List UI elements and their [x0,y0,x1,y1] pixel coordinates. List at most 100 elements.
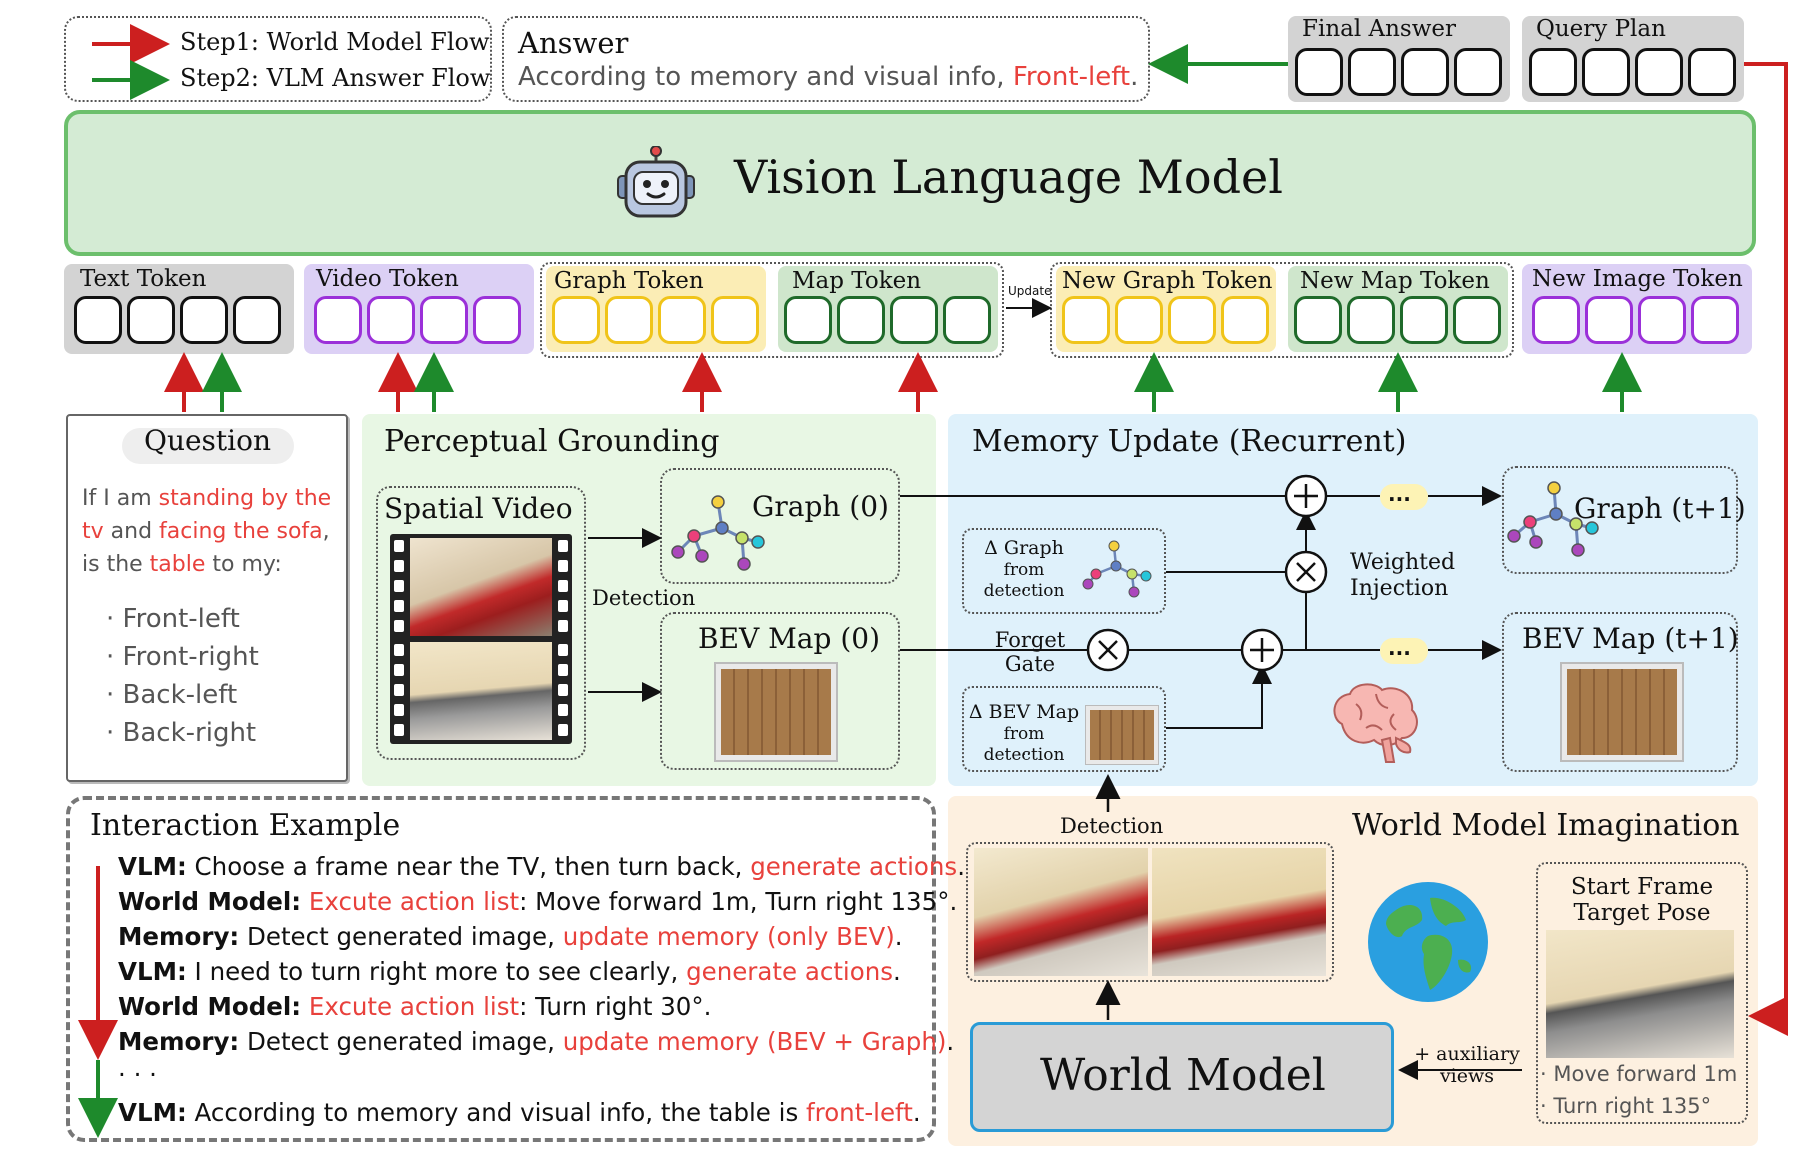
start-frame-image [1546,930,1734,1058]
legend-step1: Step1: World Model Flow [180,28,490,56]
weighted-injection-label-2: Injection [1350,576,1449,601]
new-map-token-label: New Map Token [1300,268,1490,294]
detection-label-pg: Detection [592,586,696,610]
video-frame-living-room [410,538,552,636]
bev0-label: BEV Map (0) [698,622,880,655]
question-text: , [322,519,330,544]
answer-highlight: Front-left [1012,62,1131,92]
query-plan-token [1529,48,1577,96]
example-highlight: generate actions [750,852,958,881]
forget-gate-label-1: Forget [994,628,1066,652]
question-highlight: tv [82,519,104,544]
question-line-1: If I am standing by the [82,486,331,511]
interaction-example-box [66,796,936,1142]
graph-token [658,296,706,344]
forget-gate-label-2: Gate [1004,652,1056,676]
example-line: · · · [118,1060,157,1089]
video-token [367,296,415,344]
graph-token [711,296,759,344]
new-image-token [1532,296,1580,344]
generated-frame-2 [1152,848,1326,976]
spatial-video-box [376,486,586,760]
query-plan-token [1688,48,1736,96]
example-speaker: World Model: [118,887,302,916]
start-frame-label: Start Frame [1570,874,1714,900]
answer-text-prefix: According to memory and visual info, [518,62,1013,92]
start-frame-box [1536,862,1748,1124]
map-token [890,296,938,344]
example-text: . [946,1027,955,1056]
example-line: World Model: Excute action list: Move fo… [118,887,957,916]
graph-token [605,296,653,344]
interaction-example-title: Interaction Example [90,808,401,843]
delta-graph-icon [1082,540,1152,598]
query-plan-label: Query Plan [1536,16,1666,42]
new-map-token [1294,296,1342,344]
example-highlight: Excute action list [308,887,520,916]
dots-top: ... [1388,482,1411,506]
dots-pill-top [1380,484,1428,510]
text-token [180,296,228,344]
question-scroll [66,414,348,782]
video-token [420,296,468,344]
world-model-block[interactable] [970,1022,1394,1132]
example-highlight: generate actions [686,957,894,986]
new-map-token [1400,296,1448,344]
final-answer-token [1401,48,1449,96]
graph-token-label: Graph Token [554,268,704,294]
question-title: Question [144,424,272,457]
delta-graph-box [962,528,1166,614]
new-graph-token [1115,296,1163,344]
brain-icon [1326,680,1422,766]
update-label: Update [1008,284,1052,298]
aux-views-label-1: + auxiliary [1414,1043,1520,1065]
example-line: World Model: Excute action list: Turn ri… [118,992,711,1021]
delta-graph-label-1: Δ Graph [984,537,1064,559]
question-highlight: facing the sofa [159,519,323,544]
vlm-block [64,110,1756,256]
legend-step2: Step2: VLM Answer Flow [180,64,491,92]
question-text: is the [82,552,150,577]
question-text: and [103,519,160,544]
bev0-floorplan [714,662,838,762]
query-plan-token [1582,48,1630,96]
example-speaker: Memory: [118,922,240,951]
perceptual-title: Perceptual Grounding [384,424,720,459]
question-option: · Front-left [106,604,240,634]
new-image-token [1638,296,1686,344]
generated-frames-box [966,842,1334,982]
example-text: Detect generated image, [239,922,563,951]
example-text: : Turn right 30°. [519,992,712,1021]
world-title: World Model Imagination [1352,808,1740,843]
video-token-group: Video Token [304,264,534,354]
example-highlight: front-left [806,1098,913,1127]
example-speaker: VLM: [118,852,187,881]
dots-pill-bottom [1380,638,1428,664]
graph-t1-box [1502,466,1738,574]
example-highlight: update memory (BEV + Graph) [562,1027,947,1056]
new-graph-token [1062,296,1110,344]
text-token [127,296,175,344]
delta-graph-label-2: from detection [983,560,1065,601]
final-answer-token [1295,48,1343,96]
example-text: Detect generated image, [239,1027,563,1056]
world-detection-label: Detection [1060,814,1164,838]
delta-bev-to-bottom-plus [1166,664,1272,729]
question-title-pill [122,428,294,464]
new-map-token [1453,296,1501,344]
vlm-title: Vision Language Model [734,150,1283,204]
world-model-label: World Model [1040,1050,1326,1101]
map-token-label: Map Token [792,268,922,294]
example-speaker: World Model: [118,992,302,1021]
example-text: . [957,852,965,881]
new-image-token-group: New Image Token [1522,264,1752,354]
new-map-token [1347,296,1395,344]
map-token-group: Map Token [778,266,998,352]
query-plan-token [1635,48,1683,96]
example-text: . [912,1098,921,1127]
question-text: If I am [82,486,159,511]
final-answer-token [1454,48,1502,96]
new-map-token-group: New Map Token [1288,266,1508,352]
delta-graph-ellipsis: ··· [1016,581,1032,599]
question-option: · Back-right [106,718,257,748]
